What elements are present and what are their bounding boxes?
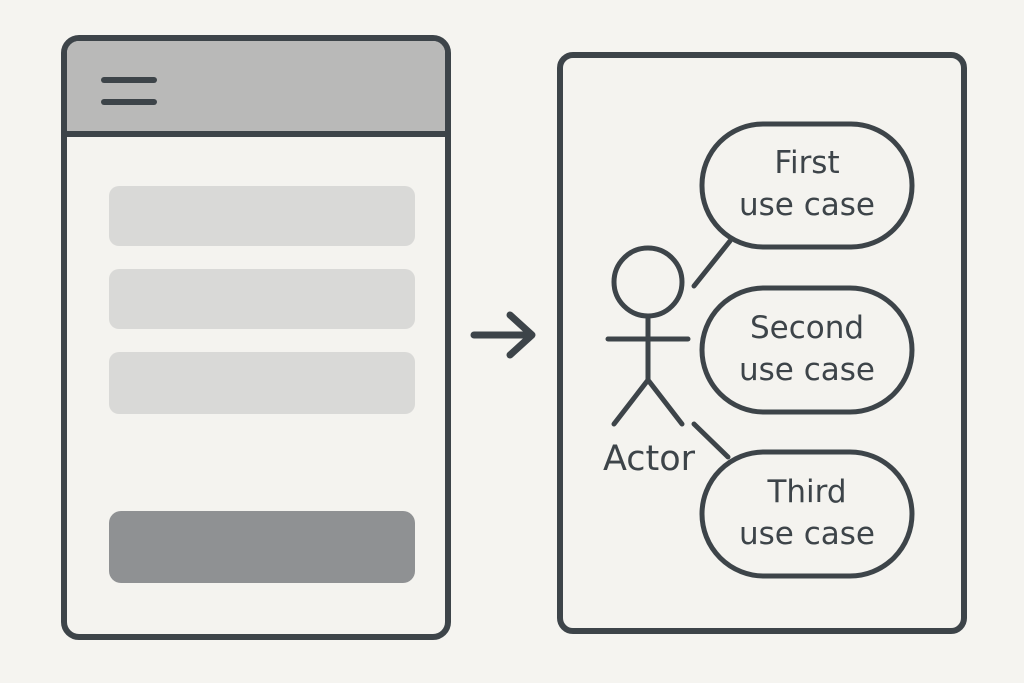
use-case-label-3: Third use case (739, 474, 875, 552)
button-placeholder (109, 511, 415, 583)
mobile-wireframe (61, 35, 451, 640)
actor-label: Actor (602, 439, 696, 479)
content-placeholder-1 (109, 186, 415, 246)
right-arrow-icon (470, 311, 536, 359)
use-case-label-1: First use case (739, 145, 875, 223)
hamburger-menu-icon (101, 77, 157, 109)
content-placeholder-2 (109, 269, 415, 329)
content-placeholder-3 (109, 352, 415, 414)
use-case-label-2: Second use case (739, 310, 875, 388)
wireframe-header (67, 41, 445, 137)
